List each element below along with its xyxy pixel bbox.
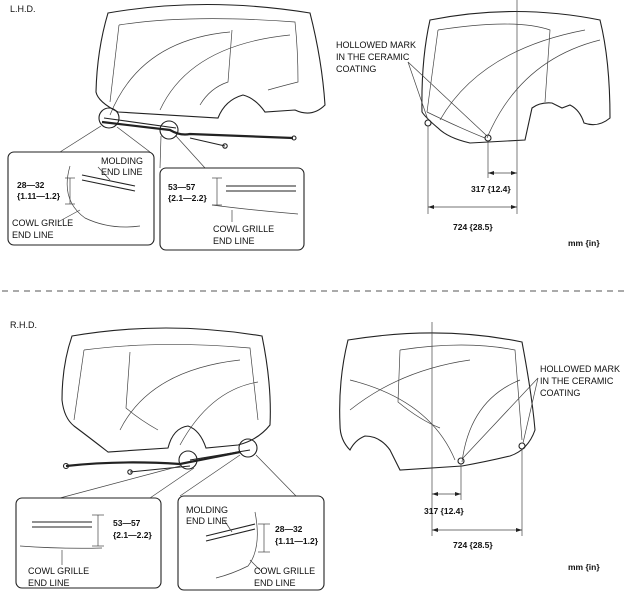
rhd-dim-small: 317 {12.4} (424, 506, 464, 516)
rhd-detail-box-right: MOLDING END LINE 28—32 {1.11—1.2} COWL G… (177, 495, 325, 591)
rhd-section-label: R.H.D. (10, 320, 37, 330)
rhd-dim-large: 724 {28.5} (453, 540, 493, 550)
lhd-detail-circle-left (98, 107, 120, 129)
rhd-unit-label: mm {in} (568, 562, 600, 572)
rhd-mark-label-2: IN THE CERAMIC (540, 376, 614, 386)
lhd-unit-label: mm {in} (568, 238, 600, 248)
lhd-mark-label-2: IN THE CERAMIC (336, 52, 410, 62)
rhd-windshield-mark-view: HOLLOWED MARK IN THE CERAMIC COATING 317… (339, 322, 620, 550)
lhd-cowl-right-2: END LINE (213, 236, 255, 246)
lhd-dim-right-2: {2.1—2.2} (168, 193, 207, 203)
rhd-mark-label-3: COATING (540, 388, 580, 398)
rhd-dim-left-1: 53—57 (113, 518, 141, 528)
rhd-detail-circle-right (238, 438, 258, 458)
lhd-molding-label-1: MOLDING (101, 156, 143, 166)
lhd-dim-left-2: {1.11—1.2} (17, 191, 61, 201)
rhd-molding-label-2: END LINE (186, 516, 228, 526)
rhd-detail-box-left: 53—57 {2.1—2.2} COWL GRILLE END LINE (15, 497, 162, 589)
lhd-molding-label-2: END LINE (101, 167, 143, 177)
lhd-dim-left-1: 28—32 (17, 180, 45, 190)
lhd-hollowed-mark-outer (424, 119, 432, 127)
rhd-cowl-left-1: COWL GRILLE (28, 566, 89, 576)
lhd-dim-right-1: 53—57 (168, 182, 196, 192)
rhd-detail-circle-left (178, 450, 198, 470)
rhd-dim-right-1: 28—32 (275, 524, 303, 534)
rhd-dim-left-2: {2.1—2.2} (113, 530, 152, 540)
rhd-windshield-wiper-view (59, 327, 297, 499)
lhd-mark-label-1: HOLLOWED MARK (336, 40, 416, 50)
lhd-dim-small: 317 {12.4} (471, 184, 511, 194)
lhd-cowl-left-1: COWL GRILLE (12, 218, 73, 228)
rhd-cowl-left-2: END LINE (28, 578, 70, 588)
rhd-cowl-right-1: COWL GRILLE (254, 566, 315, 576)
lhd-mark-label-3: COATING (336, 64, 376, 74)
lhd-cowl-left-2: END LINE (12, 230, 54, 240)
rhd-molding-label-1: MOLDING (186, 505, 228, 515)
lhd-section-label: L.H.D. (10, 4, 36, 14)
rhd-mark-label-1: HOLLOWED MARK (540, 364, 620, 374)
lhd-windshield-wiper-view (59, 3, 326, 169)
lhd-detail-box-left: MOLDING END LINE 28—32 {1.11—1.2} COWL G… (7, 151, 155, 246)
rhd-cowl-right-2: END LINE (254, 578, 296, 588)
lhd-windshield-mark-view: HOLLOWED MARK IN THE CERAMIC COATING 317… (336, 0, 611, 232)
rhd-hollowed-mark-inner (457, 457, 465, 465)
rhd-dim-right-2: {1.11—1.2} (275, 536, 319, 546)
lhd-detail-box-right: 53—57 {2.1—2.2} COWL GRILLE END LINE (159, 167, 305, 251)
rhd-hollowed-mark-outer (518, 442, 526, 450)
lhd-detail-circle-right (159, 120, 179, 140)
lhd-cowl-right-1: COWL GRILLE (213, 224, 274, 234)
lhd-dim-large: 724 {28.5} (453, 222, 493, 232)
